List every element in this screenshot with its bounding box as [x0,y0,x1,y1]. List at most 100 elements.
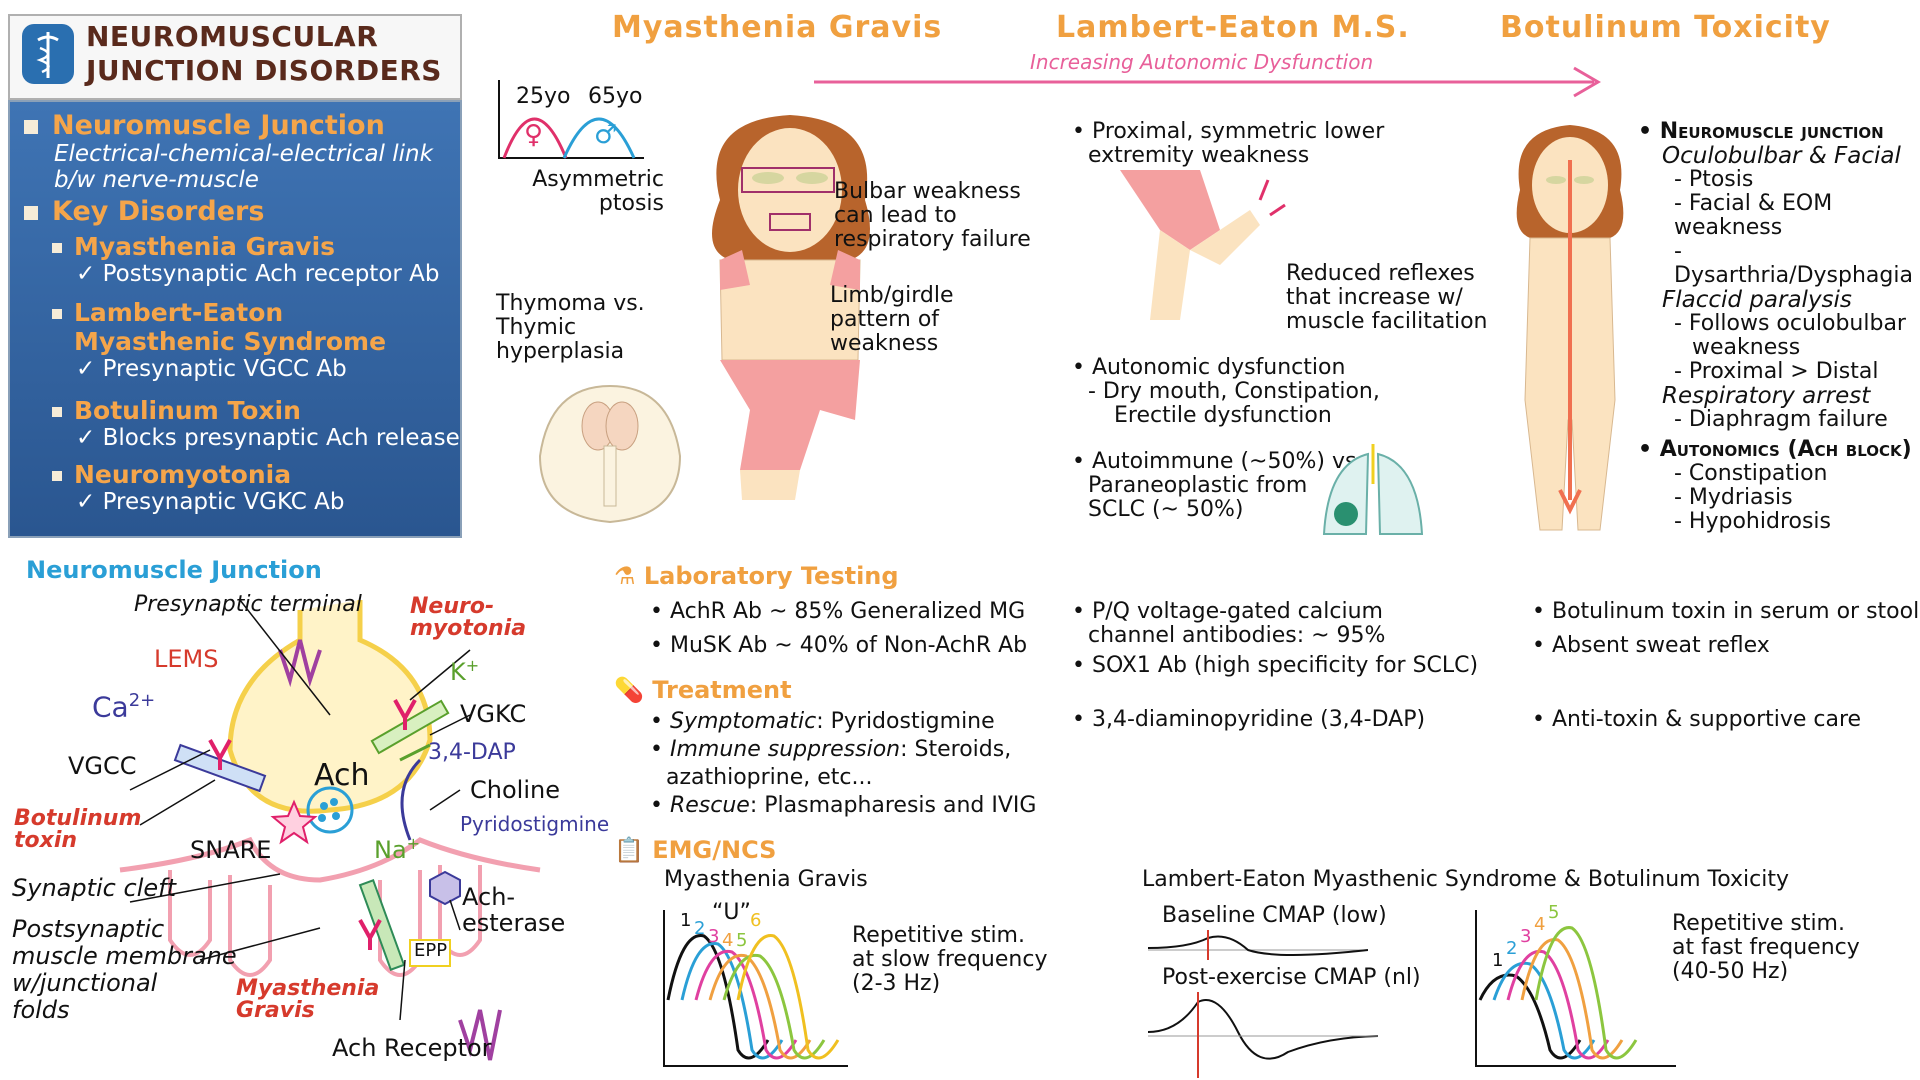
emg-number-2: 2 [694,918,705,939]
lab-mg: • AchR Ab ~ 85% Generalized MG• MuSK Ab … [650,599,1028,658]
mg-patient-figure [712,115,870,500]
label-synaptic-cleft: Synaptic cleft [12,874,176,902]
lems-antibody-icon [208,739,232,770]
presynaptic-terminal-shape [227,600,433,814]
notes-icon: 📋 [614,836,644,864]
emg-waveform-5 [722,953,826,1060]
nmj-diagram-title: Neuromuscle Junction [26,556,322,584]
label-age-25: 25yo [516,84,571,109]
emg-waveform-4 [708,953,812,1060]
column-title-lems: Lambert-Eaton M.S. [1056,10,1410,45]
summary-nmj: Neuromuscle Junction Electrical-chemical… [24,110,433,193]
title-box [8,14,462,100]
treatment-heading: 💊 Treatment [614,676,792,704]
male-icon: ♂ [594,120,618,150]
label-age-65: 65yo [588,84,643,109]
emg-waveform-2 [1492,961,1596,1060]
label-ach-receptor: Ach Receptor [332,1034,492,1062]
emg-post-label: Post-exercise CMAP (nl) [1162,965,1421,990]
emg-number-3: 3 [1520,926,1531,947]
label-epp: EPP [414,940,448,961]
emg-waveform-3 [1506,949,1610,1060]
ach-vesicle-icon [306,786,354,834]
emg-axis [663,910,848,1067]
page-title: NEUROMUSCULAR JUNCTION DISORDERS [86,20,442,87]
summary-panel [8,100,462,538]
treatment-mg: • Symptomatic: Pyridostigmine • Immune s… [650,709,1037,818]
label-k: K+ [450,656,480,686]
mg-antibody-icon [358,919,382,950]
label-ca: Ca2+ [92,690,156,724]
emg-baseline-label: Baseline CMAP (low) [1162,903,1387,928]
column-title-botulinum: Botulinum Toxicity [1500,10,1831,45]
label-neuromyotonia: Neuro-myotonia [410,594,527,641]
label-na: Na+ [374,834,421,864]
emg-axis [1475,910,1676,1067]
emg-waveform-5 [1534,926,1638,1060]
lab-heading: ⚗ Laboratory Testing [614,562,899,590]
k-efflux-arrow [399,743,431,762]
epp-box [409,939,451,967]
emg-number-4: 4 [722,930,733,951]
lungs-sclc-icon [1322,444,1424,535]
label-presynaptic: Presynaptic terminal [134,592,362,617]
emg-number-1: 1 [1492,950,1503,971]
junctional-folds [168,865,482,977]
label-lems: LEMS [154,645,219,673]
label-snare: SNARE [190,836,272,864]
label-vgcc: VGCC [68,752,137,780]
label-3-4-dap: 3,4-DAP [428,740,516,765]
emg-number-3: 3 [708,926,719,947]
lems-bullet-autonomic: • Autonomic dysfunction- Dry mouth, Cons… [1072,355,1380,428]
neuromyotonia-antibody-icon [393,699,417,730]
label-ach-esterase: Ach-esterase [462,883,566,937]
emg-heading: 📋 EMG/NCS [614,836,777,864]
baseline-cmap-trace [1148,930,1368,960]
emg-waveform-4 [1520,938,1624,1060]
emg-lems-desc: Repetitive stim.at fast frequency(40-50 … [1672,911,1860,984]
botulinum-bullets: • Neuromuscle junction Oculobulbar & Fac… [1638,119,1913,534]
emg-number-2: 2 [1506,938,1517,959]
label-pyridostigmine: Pyridostigmine [460,812,610,836]
emg-number-1: 1 [680,910,691,931]
emg-number-6: 6 [750,910,761,931]
lab-botulinum: • Botulinum toxin in serum or stool• Abs… [1532,599,1920,658]
emg-lems-title: Lambert-Eaton Myasthenic Syndrome & Botu… [1142,867,1790,892]
emg-mg-title: Myasthenia Gravis [664,867,868,892]
emg-number-4: 4 [1534,914,1545,935]
botulinum-star-icon [270,799,318,845]
autonomic-dysfunction-arrow [814,66,1601,98]
treatment-botulinum: • Anti-toxin & supportive care [1532,707,1862,732]
emg-waveform-1 [1478,973,1582,1060]
label-vgkc: VGKC [460,700,527,728]
caduceus-logo-icon [22,24,74,84]
summary-mg: Myasthenia Gravis ✓ Postsynaptic Ach rec… [52,232,440,287]
lems-leg-illustration [1120,170,1286,320]
emg-waveform-1 [666,934,770,1060]
emg-mg-desc: Repetitive stim.at slow frequency(2-3 Hz… [852,923,1048,996]
muscle-action-potential [458,1009,502,1061]
label-ach: Ach [314,758,370,793]
choline-reuptake-arrow [400,758,422,841]
nmj-diagram [119,599,541,1061]
emg-waveform-6 [736,934,840,1060]
summary-botulinum: Botulinum Toxin ✓ Blocks presynaptic Ach… [52,396,460,451]
presynaptic-action-potential [278,639,322,688]
summary-lems: Lambert-Eaton Myasthenic Syndrome ✓ Pres… [52,298,386,382]
column-title-mg: Myasthenia Gravis [612,10,943,45]
emg-number-5: 5 [736,930,747,951]
flask-icon: ⚗ [614,562,636,590]
emg-u-label: “U” [712,900,751,925]
post-exercise-cmap-trace [1148,992,1378,1078]
